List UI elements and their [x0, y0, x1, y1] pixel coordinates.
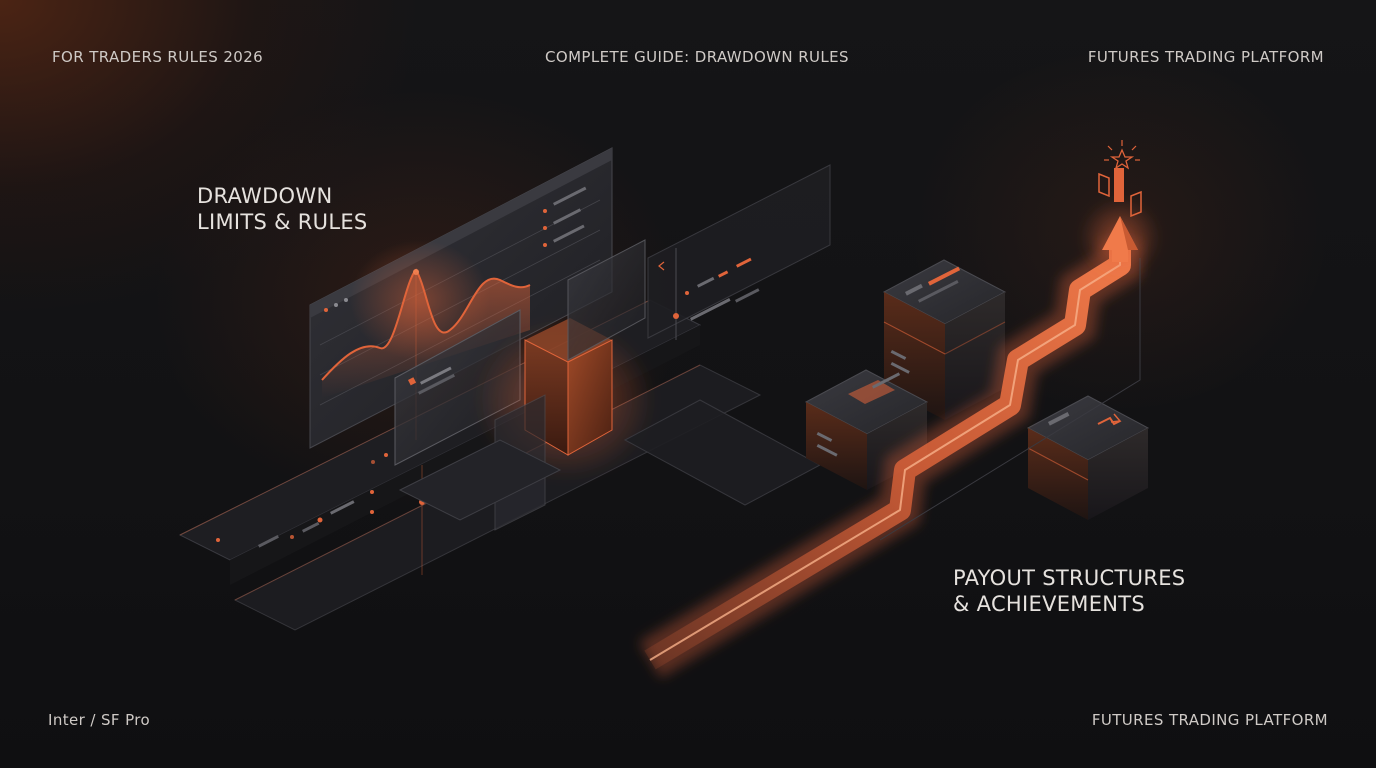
stacked-box-short	[804, 369, 929, 490]
chart-panel	[309, 147, 613, 449]
drawdown-heading-line2: LIMITS & RULES	[197, 210, 368, 234]
side-panel	[647, 164, 831, 340]
stacked-box-tall	[882, 259, 1007, 420]
header-left-label: FOR TRADERS RULES 2026	[52, 48, 264, 66]
drawdown-section-heading: DRAWDOWN LIMITS & RULES	[197, 183, 368, 235]
header-center-title: COMPLETE GUIDE: DRAWDOWN RULES	[545, 48, 849, 66]
star-icon	[1104, 140, 1140, 170]
glowing-cube	[398, 239, 822, 531]
chart-wave-icon	[322, 270, 530, 398]
footer-right-label: FUTURES TRADING PLATFORM	[1091, 711, 1328, 729]
payout-section-heading: PAYOUT STRUCTURES & ACHIEVEMENTS	[953, 565, 1185, 617]
payout-heading-line2: & ACHIEVEMENTS	[953, 592, 1146, 616]
stacked-box-right	[1026, 395, 1150, 520]
footer-font-label: Inter / SF Pro	[48, 711, 151, 729]
glass-card	[394, 309, 521, 575]
rail-indicators	[216, 453, 388, 548]
payout-heading-line1: PAYOUT STRUCTURES	[953, 566, 1186, 590]
up-arrow-icon	[1080, 198, 1160, 278]
header-right-label: FUTURES TRADING PLATFORM	[1087, 48, 1324, 66]
trophy-podium-icon	[1098, 168, 1142, 218]
drawdown-heading-line1: DRAWDOWN	[197, 184, 333, 208]
